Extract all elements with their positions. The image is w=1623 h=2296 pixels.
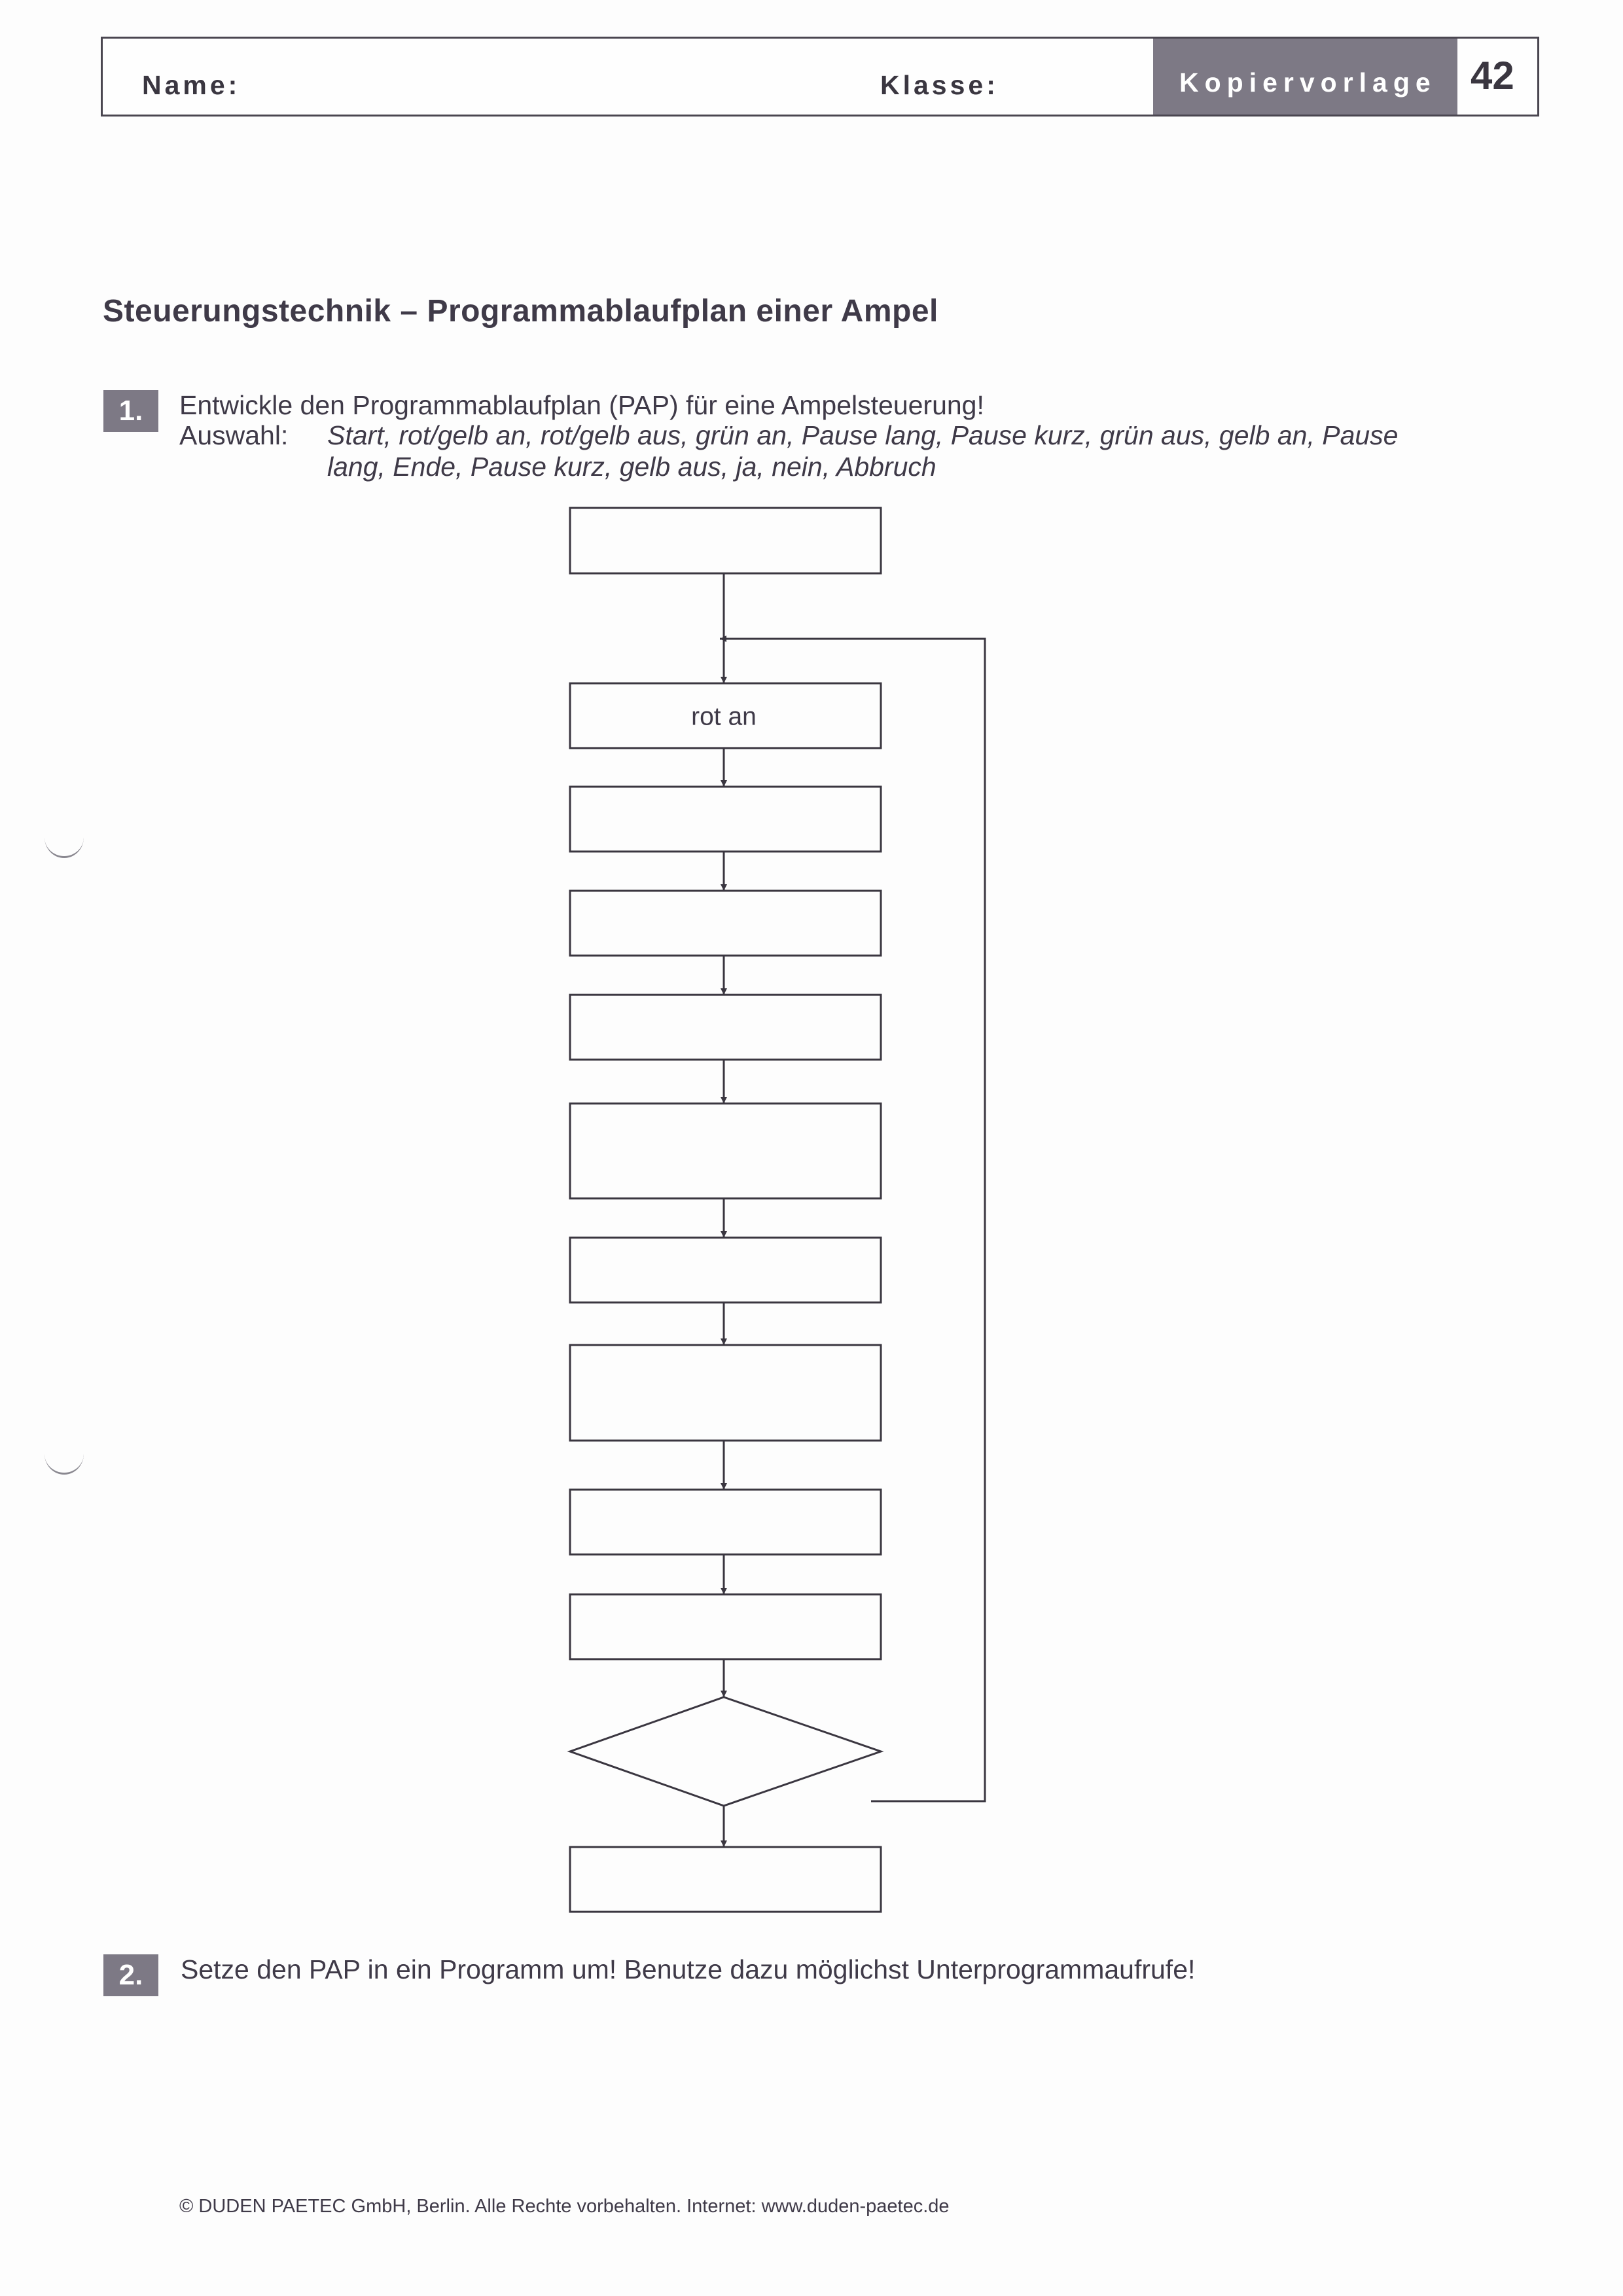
flowchart-step-box xyxy=(569,682,882,749)
selection-label: Auswahl: xyxy=(179,420,289,450)
flowchart-step-box xyxy=(569,889,882,957)
flowchart-step-box xyxy=(569,994,882,1061)
flowchart-step-box xyxy=(569,785,882,853)
flowchart-step-box xyxy=(569,1344,882,1442)
flowchart-loop-arrow xyxy=(720,636,986,1803)
flowchart-step-box xyxy=(569,1488,882,1556)
flowchart-step-box xyxy=(569,1593,882,1660)
flowchart-step-box xyxy=(569,1102,882,1200)
page-title: Steuerungstechnik – Programmablaufplan e… xyxy=(103,294,938,329)
footer-copyright: © DUDEN PAETEC GmbH, Berlin. Alle Rechte… xyxy=(179,2196,950,2217)
copy-template-badge: Kopiervorlage xyxy=(1153,39,1457,115)
task-number-badge: 1. xyxy=(103,390,158,432)
task-number-badge: 2. xyxy=(103,1954,158,1996)
flowchart-step-box xyxy=(569,1236,882,1304)
flowchart-step-label: rot an xyxy=(691,703,757,731)
task2-instruction: Setze den PAP in ein Programm um! Benutz… xyxy=(181,1954,1196,1984)
flowchart-step-box xyxy=(569,507,882,575)
punch-hole-mark xyxy=(45,1433,84,1475)
page-number: 42 xyxy=(1471,54,1514,98)
name-label: Name: xyxy=(142,70,241,100)
header-bar: Name: Klasse: Kopiervorlage 42 xyxy=(101,37,1539,117)
flowchart-decision xyxy=(567,1696,884,1807)
flowchart-step-box xyxy=(569,1846,882,1913)
punch-hole-mark xyxy=(45,817,84,858)
selection-list-line1: Start, rot/gelb an, rot/gelb aus, grün a… xyxy=(327,420,1399,450)
task1-instruction: Entwickle den Programmablaufplan (PAP) f… xyxy=(179,390,984,420)
class-label: Klasse: xyxy=(880,70,999,100)
selection-list-line2: lang, Ende, Pause kurz, gelb aus, ja, ne… xyxy=(327,452,936,482)
